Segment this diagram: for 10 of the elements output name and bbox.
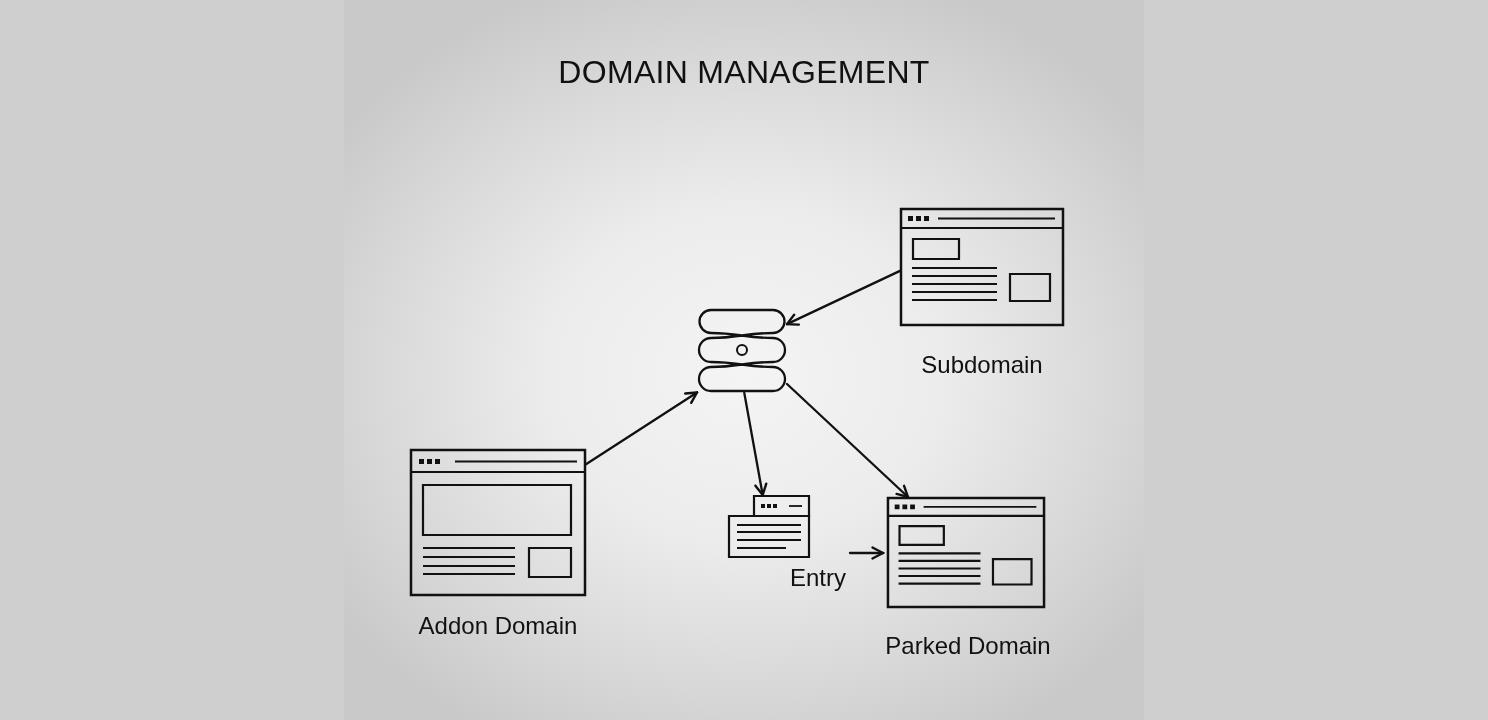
diagram-title: DOMAIN MANAGEMENT <box>558 53 930 92</box>
node-label: Addon Domain <box>417 612 579 640</box>
arrow <box>584 391 699 466</box>
arrow <box>848 546 885 560</box>
node-label: Entry <box>790 564 847 592</box>
node-label: Subdomain <box>920 351 1044 379</box>
arrow <box>785 269 902 326</box>
arrow <box>743 391 768 497</box>
node-label: Parked Domain <box>884 632 1052 660</box>
arrow <box>785 382 910 499</box>
